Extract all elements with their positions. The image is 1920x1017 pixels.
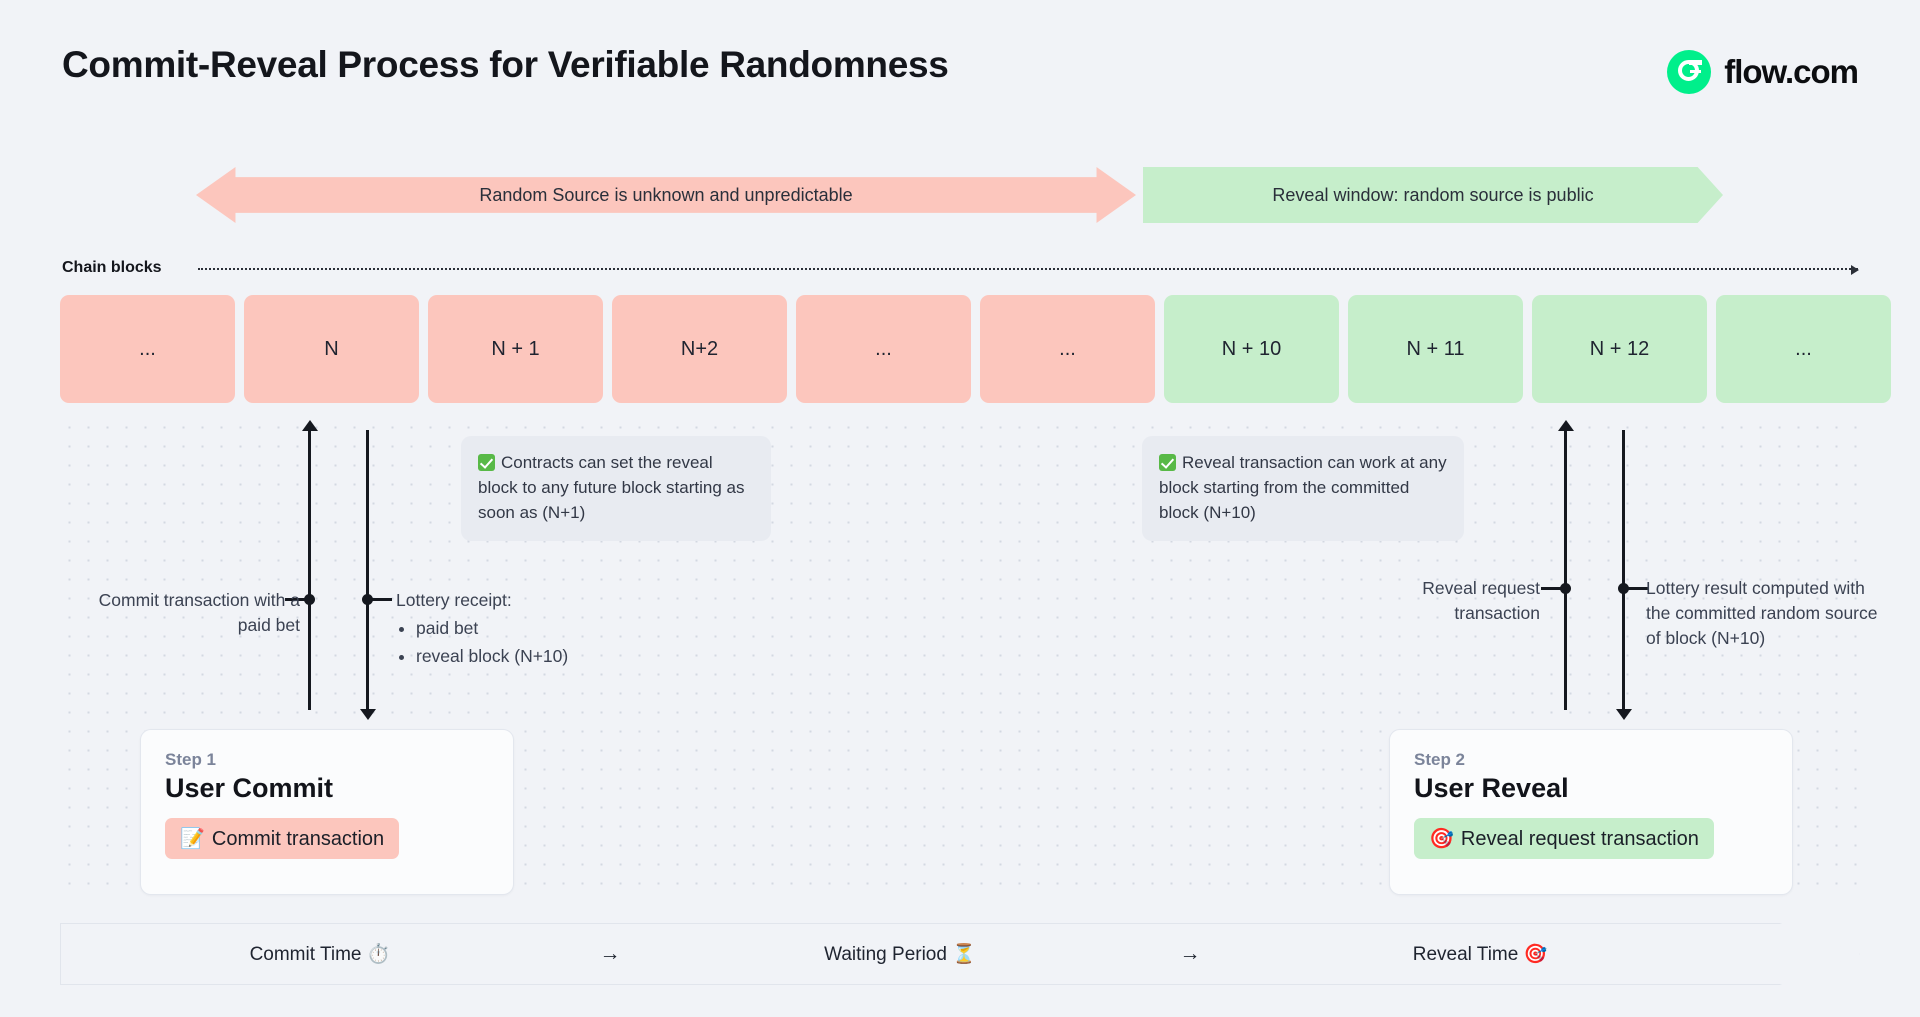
timeline-separator-icon: → [1179, 942, 1201, 965]
timeline-phase-reveal: Reveal Time 🎯 [1220, 942, 1740, 966]
chain-block[interactable]: N + 10 [1164, 295, 1339, 403]
chain-block[interactable]: N + 11 [1348, 295, 1523, 403]
chain-block[interactable]: ... [980, 295, 1155, 403]
result-leader-line [1622, 587, 1648, 590]
receipt-anchor-dot [362, 594, 373, 605]
chain-block[interactable]: ... [1716, 295, 1891, 403]
chain-block[interactable]: N+2 [612, 295, 787, 403]
page-title: Commit-Reveal Process for Verifiable Ran… [62, 44, 949, 85]
banner-reveal-window: Reveal window: random source is public [1143, 167, 1723, 223]
annotation-commit-transaction: Commit transaction with a paid bet [98, 590, 300, 635]
lottery-receipt-title: Lottery receipt: [396, 590, 512, 610]
chain-blocks-label: Chain blocks [62, 259, 162, 276]
step-kicker: Step 2 [1414, 750, 1466, 769]
chain-block[interactable]: N + 12 [1532, 295, 1707, 403]
pill-label: Commit transaction [211, 828, 385, 850]
banner-reveal-window-label: Reveal window: random source is public [1272, 184, 1594, 205]
list-item: reveal block (N+10) [416, 644, 656, 669]
annotation-lottery-result: Lottery result computed with the committ… [1646, 578, 1878, 648]
flow-logo-icon [1667, 50, 1712, 94]
chain-block[interactable]: ... [60, 295, 235, 403]
timeline-separator-icon: → [599, 942, 621, 965]
callout-text: Reveal transaction can work at any block… [1159, 453, 1447, 523]
reveal-anchor-dot [1560, 583, 1571, 594]
memo-icon: 📝 [180, 828, 205, 850]
timeline-phase-label: Reveal Time [1412, 944, 1519, 965]
banner-unpredictable-label: Random Source is unknown and unpredictab… [479, 184, 853, 205]
step-card-user-reveal[interactable]: Step 2 User Reveal 🎯 Reveal request trans… [1389, 729, 1793, 895]
brand-wordmark: flow.com [1724, 53, 1859, 90]
chain-axis-line [198, 265, 1859, 275]
commit-up-line [301, 420, 318, 710]
callout-text: Contracts can set the reveal block to an… [478, 453, 745, 523]
timeline-phase-waiting: Waiting Period ⏳ [640, 942, 1160, 966]
step-card-user-commit[interactable]: Step 1 User Commit 📝 Commit transaction [140, 729, 514, 895]
check-mark-icon [1159, 454, 1176, 471]
check-mark-icon [478, 454, 495, 471]
reveal-request-transaction-pill[interactable]: 🎯 Reveal request transaction [1414, 818, 1714, 859]
receipt-down-line [359, 430, 376, 720]
target-icon: 🎯 [1523, 944, 1548, 965]
timeline-phase-label: Waiting Period [824, 944, 947, 965]
timeline-phases: Commit Time ⏱️ → Waiting Period ⏳ → Reve… [60, 923, 1740, 985]
banner-unpredictable: Random Source is unknown and unpredictab… [196, 167, 1136, 223]
lottery-receipt-list: paid bet reveal block (N+10) [416, 616, 656, 669]
commit-anchor-dot [304, 594, 315, 605]
pill-label: Reveal request transaction [1460, 828, 1699, 850]
commit-transaction-pill[interactable]: 📝 Commit transaction [165, 818, 400, 859]
chain-block[interactable]: N [244, 295, 419, 403]
callout-reveal-transaction: Reveal transaction can work at any block… [1142, 436, 1464, 542]
brand-logo: flow.com [1667, 50, 1859, 94]
list-item: paid bet [416, 616, 656, 641]
timeline-phase-label: Commit Time [249, 944, 362, 965]
target-icon: 🎯 [1429, 828, 1454, 850]
timeline-arrow-shape [60, 923, 1860, 985]
reveal-up-line [1557, 420, 1574, 710]
step-title: User Commit [165, 773, 334, 803]
callout-contracts-reveal-block: Contracts can set the reveal block to an… [461, 436, 771, 542]
chain-block[interactable]: N + 1 [428, 295, 603, 403]
commit-leader-line [285, 598, 311, 601]
phase-banner-row: Random Source is unknown and unpredictab… [0, 160, 1920, 230]
timeline-bar: Commit Time ⏱️ → Waiting Period ⏳ → Reve… [60, 923, 1860, 985]
annotation-lottery-receipt: Lottery receipt: paid bet reveal block (… [396, 588, 656, 669]
result-down-line [1615, 430, 1632, 720]
chain-block[interactable]: ... [796, 295, 971, 403]
chain-block-list: ... N N + 1 N+2 ... ... N + 10 N + 11 N … [60, 295, 1891, 403]
step-title: User Reveal [1414, 773, 1569, 803]
stopwatch-icon: ⏱️ [366, 944, 391, 965]
annotation-reveal-request: Reveal request transaction [1422, 578, 1540, 623]
result-anchor-dot [1618, 583, 1629, 594]
step-kicker: Step 1 [165, 750, 217, 769]
reveal-leader-line [1541, 587, 1567, 590]
hourglass-icon: ⏳ [952, 944, 976, 965]
timeline-phase-commit: Commit Time ⏱️ [60, 942, 580, 966]
receipt-leader-line [366, 598, 392, 601]
